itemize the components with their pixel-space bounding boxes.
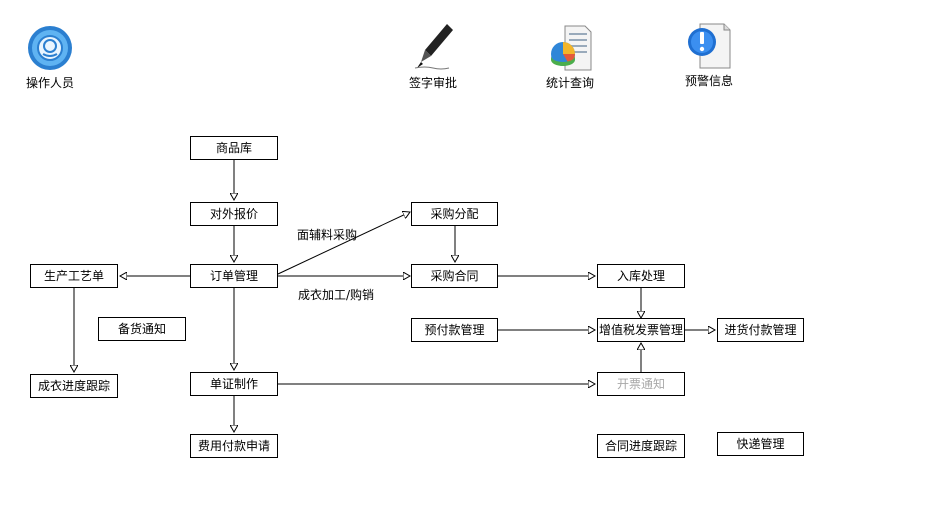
- node-invoicing-notice: 开票通知: [597, 372, 685, 396]
- node-document-making[interactable]: 单证制作: [190, 372, 278, 396]
- stats-query-label: 统计查询: [545, 76, 594, 90]
- node-garment-progress-tracking[interactable]: 成衣进度跟踪: [30, 374, 118, 398]
- node-inbound-processing[interactable]: 入库处理: [597, 264, 685, 288]
- sign-approve-button[interactable]: 签字审批: [388, 22, 478, 91]
- node-product-library[interactable]: 商品库: [190, 136, 278, 160]
- alert-info-button[interactable]: 预警信息: [664, 22, 754, 89]
- sign-approve-label: 签字审批: [408, 76, 457, 90]
- operators-icon: [28, 26, 72, 70]
- node-order-management[interactable]: 订单管理: [190, 264, 278, 288]
- alert-icon: [688, 23, 731, 69]
- pie-chart-icon: [551, 25, 592, 71]
- stats-query-button[interactable]: 统计查询: [525, 24, 615, 91]
- operators-button[interactable]: 操作人员: [5, 24, 95, 91]
- operators-label: 操作人员: [25, 76, 74, 90]
- node-purchase-contract[interactable]: 采购合同: [411, 264, 498, 288]
- node-external-quote[interactable]: 对外报价: [190, 202, 278, 226]
- node-vat-invoice-management[interactable]: 增值税发票管理: [597, 318, 685, 342]
- node-prepayment-management[interactable]: 预付款管理: [411, 318, 498, 342]
- node-expense-payment-request[interactable]: 费用付款申请: [190, 434, 278, 458]
- alert-info-label: 预警信息: [684, 74, 733, 88]
- node-purchase-payment-management[interactable]: 进货付款管理: [717, 318, 804, 342]
- fountain-pen-icon: [414, 24, 453, 70]
- node-production-process-sheet[interactable]: 生产工艺单: [30, 264, 118, 288]
- node-purchase-allocation[interactable]: 采购分配: [411, 202, 498, 226]
- node-contract-progress-tracking[interactable]: 合同进度跟踪: [597, 434, 685, 458]
- edge-label-accessory-purchase: 面辅料采购: [297, 228, 358, 242]
- node-express-management[interactable]: 快递管理: [717, 432, 804, 456]
- edge-label-garment-processing: 成衣加工/购销: [298, 288, 375, 302]
- node-stock-notice[interactable]: 备货通知: [98, 317, 186, 341]
